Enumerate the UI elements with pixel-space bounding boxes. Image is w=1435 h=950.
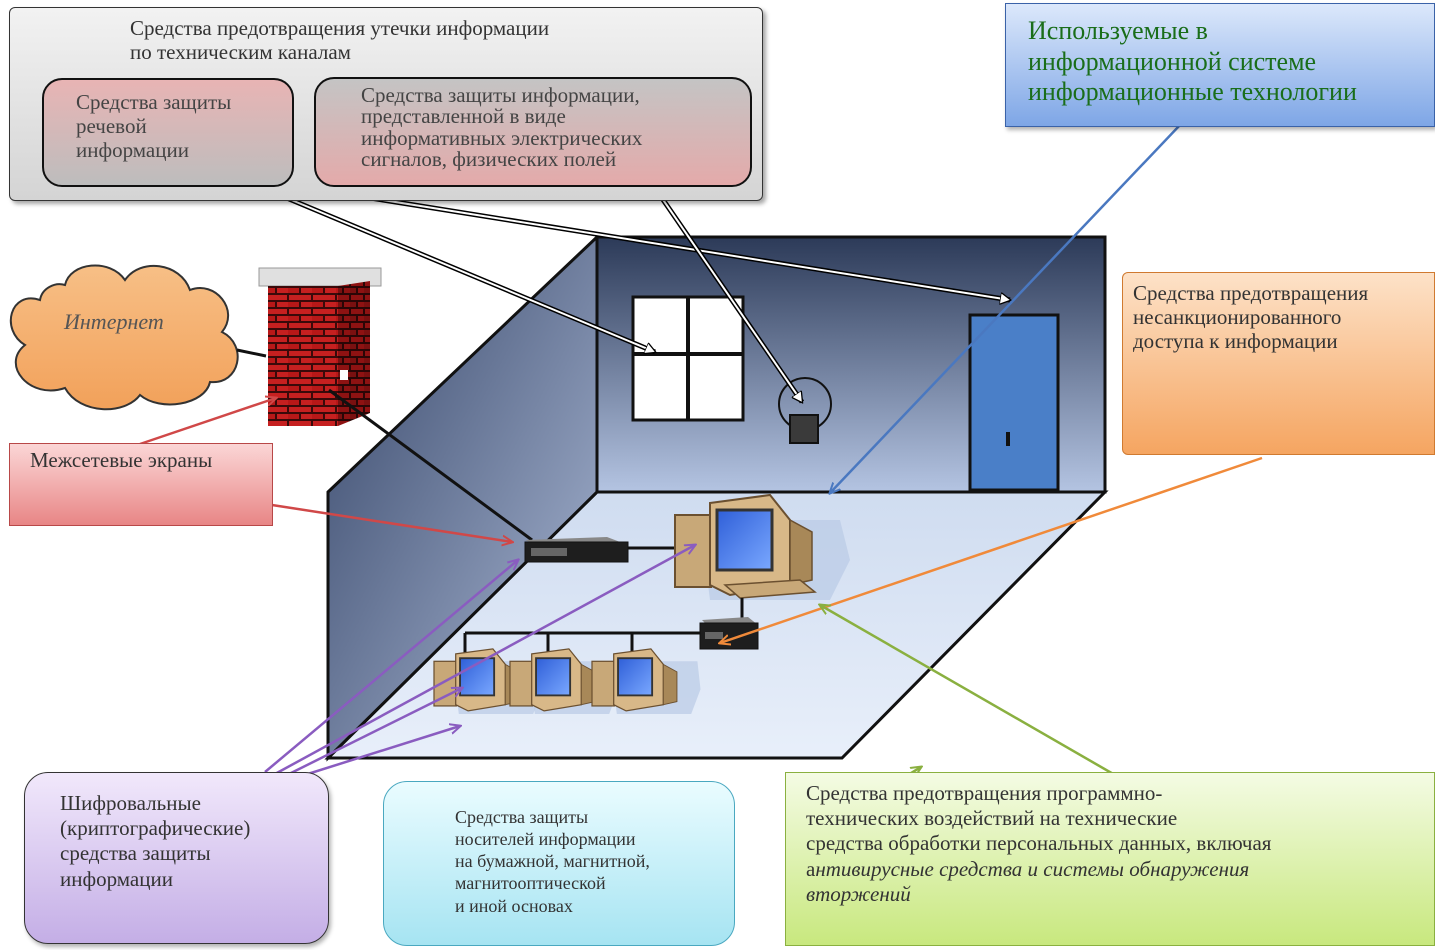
arrow-crypto-3 — [284, 688, 462, 778]
leak-arrows — [257, 179, 1010, 402]
leak-prevention-title: Средства предотвращения утечки информаци… — [130, 16, 550, 65]
software-protection-box: Средства предотвращения программно- техн… — [785, 772, 1435, 946]
arrow-unauth — [720, 456, 1263, 643]
internet-link — [236, 348, 267, 358]
arrow-crypto-1 — [264, 560, 518, 773]
internet-cloud — [9, 264, 239, 411]
media-protection-label: Средства защиты носителей информации на … — [455, 807, 650, 916]
it-technologies-label: Используемые в информационной системе ин… — [1028, 16, 1357, 107]
speech-protection-label: Средства защиты речевой информации — [76, 90, 232, 163]
arrow-firewall-to-brick — [139, 398, 276, 446]
media-protection-box: Средства защиты носителей информации на … — [383, 781, 735, 946]
internet-label: Интернет — [64, 309, 164, 334]
window — [631, 295, 745, 422]
unauthorized-access-box: Средства предотвращения несанкционирован… — [1122, 272, 1435, 455]
software-protection-label: Средства предотвращения программно- техн… — [806, 781, 1271, 907]
firewall-to-router — [328, 388, 533, 542]
arrow-it — [830, 124, 1181, 493]
crypto-box: Шифровальные (криптографические) средств… — [24, 772, 329, 944]
firewall-label: Межсетевые экраны — [30, 448, 213, 472]
switch-icon — [699, 617, 759, 650]
main-computer-icon — [674, 493, 850, 600]
software-protection-text: Средства предотвращения программно- техн… — [806, 781, 1272, 881]
it-technologies-box: Используемые в информационной системе ин… — [1005, 3, 1435, 127]
firewall-box: Межсетевые экраны — [9, 443, 273, 526]
firewall-icon — [258, 267, 382, 426]
unauthorized-access-label: Средства предотвращения несанкционирован… — [1133, 281, 1369, 354]
door — [968, 313, 1060, 492]
signals-protection-box: Средства защиты информации, представленн… — [314, 77, 752, 187]
speech-protection-box: Средства защиты речевой информации — [42, 78, 294, 187]
crypto-label: Шифровальные (криптографические) средств… — [60, 791, 251, 891]
signals-protection-label: Средства защиты информации, представленн… — [361, 83, 643, 172]
arrow-software — [820, 605, 1116, 777]
router-icon — [524, 537, 629, 563]
software-protection-italic: нтивирусные средства и системы обнаружен… — [806, 856, 1250, 906]
wall-device — [778, 377, 832, 444]
arrow-crypto-2 — [274, 545, 695, 776]
arrow-firewall-to-router — [271, 503, 512, 542]
arrow-crypto-4 — [294, 726, 460, 780]
workstation-icon — [591, 648, 701, 714]
